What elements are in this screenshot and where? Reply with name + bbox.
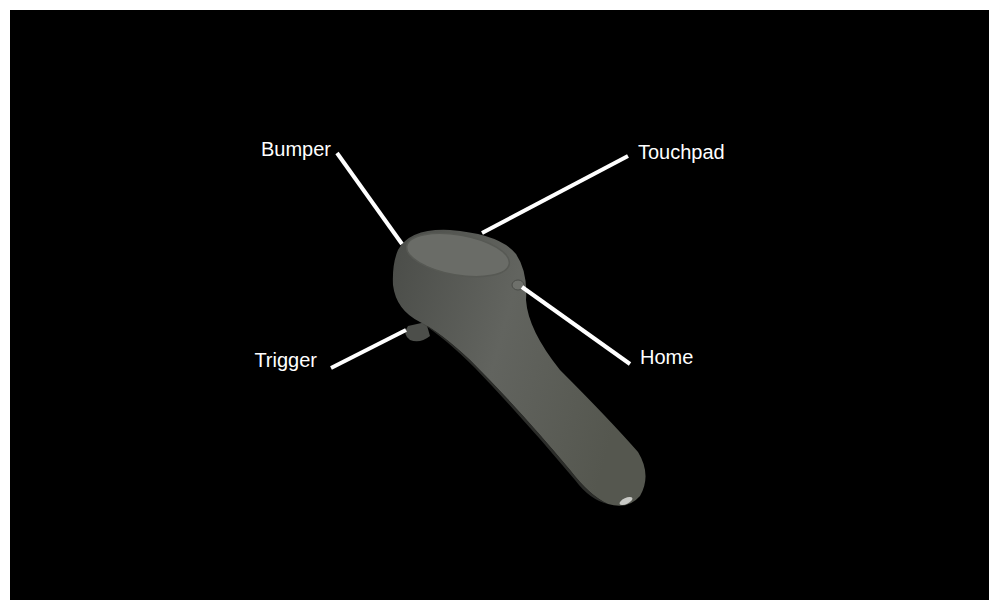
part-label: Trigger: [254, 348, 317, 372]
part-label: Bumper: [261, 137, 331, 161]
part-label: Touchpad: [638, 140, 725, 164]
tip-light: [618, 495, 633, 506]
controller-body: [393, 230, 646, 506]
leader-line: [482, 156, 628, 233]
leader-lines: [331, 153, 630, 368]
part-label: Home: [640, 345, 693, 369]
touchpad-surface: [403, 226, 512, 283]
background: [10, 10, 989, 600]
leader-line: [337, 153, 402, 244]
leader-line: [522, 287, 630, 364]
body-shadow: [420, 322, 608, 504]
leader-line: [331, 330, 406, 368]
